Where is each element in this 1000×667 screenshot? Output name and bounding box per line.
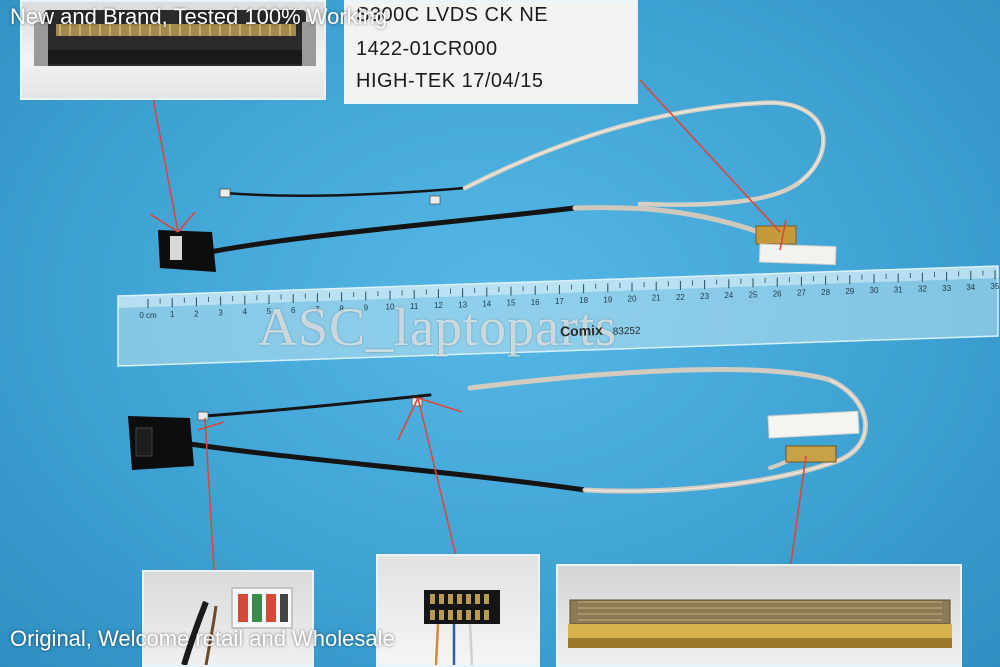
ruler-number: 6 — [291, 306, 296, 315]
inset-gold-connector — [556, 564, 962, 667]
ruler-brand: Comix 83252 — [559, 321, 641, 340]
pin-header-image — [424, 590, 500, 665]
ruler-number: 20 — [628, 294, 637, 303]
ruler-ticks — [147, 270, 996, 308]
ruler-number: 35 — [991, 282, 1000, 291]
ruler-number: 10 — [386, 303, 395, 312]
ruler-number: 30 — [870, 286, 879, 295]
ruler-number: 31 — [894, 285, 903, 294]
ruler-number: 2 — [194, 309, 199, 318]
ruler-number: 25 — [749, 290, 758, 299]
ruler-number: 13 — [458, 300, 467, 309]
inset-label-sticker: S300C LVDS CK NE 1422-01CR000 HIGH-TEK 1… — [344, 0, 638, 104]
ruler-number: 0 cm — [139, 311, 157, 320]
ruler-number: 18 — [579, 296, 588, 305]
connector-closeup-image — [34, 10, 316, 66]
gold-connector-image — [568, 599, 952, 648]
ruler-number: 14 — [482, 299, 491, 308]
ruler-number: 16 — [531, 298, 540, 307]
ruler-number: 34 — [966, 283, 975, 292]
ruler-number: 23 — [700, 292, 709, 301]
ruler-number: 1 — [170, 310, 175, 319]
ruler-number: 11 — [410, 302, 419, 311]
upper-cable — [158, 100, 837, 272]
ruler-number: 8 — [339, 304, 344, 313]
ruler-number: 27 — [797, 289, 806, 298]
ruler-number: 17 — [555, 297, 564, 306]
ruler-number: 4 — [243, 308, 248, 317]
ruler-number: 3 — [218, 309, 223, 318]
ruler-number: 21 — [652, 294, 661, 303]
ruler-number: 9 — [364, 304, 369, 313]
inset-pin-header — [376, 554, 540, 667]
ruler-number: 28 — [821, 288, 830, 297]
lower-cable — [128, 367, 868, 494]
ruler-number: 32 — [918, 285, 927, 294]
ruler-number: 7 — [315, 305, 320, 314]
sticker-line-3: HIGH-TEK 17/04/15 — [356, 70, 544, 92]
watermark-text: ASC_laptoparts — [258, 297, 617, 357]
inset-connector-top — [20, 0, 326, 100]
ruler-number: 22 — [676, 293, 685, 302]
pointer-lines — [149, 79, 807, 571]
ruler-number: 15 — [507, 299, 516, 308]
ruler-number: 26 — [773, 290, 782, 299]
ruler-number: 29 — [845, 287, 854, 296]
ruler-number: 33 — [942, 284, 951, 293]
small-connector-image — [181, 587, 293, 665]
ruler-number: 12 — [434, 301, 443, 310]
sticker-line-1: S300C LVDS CK NE — [356, 4, 549, 26]
ruler-brand-name: Comix — [559, 321, 604, 340]
bottom-caption: Original, Welcome retail and Wholesale — [10, 626, 395, 651]
inset-small-connector — [142, 570, 314, 667]
top-caption: New and Brand, Tested 100% Working — [10, 4, 388, 29]
ruler-number: 5 — [267, 307, 272, 316]
sticker-line-2: 1422-01CR000 — [356, 38, 498, 60]
ruler-model: 83252 — [612, 325, 641, 338]
ruler-number: 19 — [603, 295, 612, 304]
ruler-number: 24 — [724, 291, 733, 300]
